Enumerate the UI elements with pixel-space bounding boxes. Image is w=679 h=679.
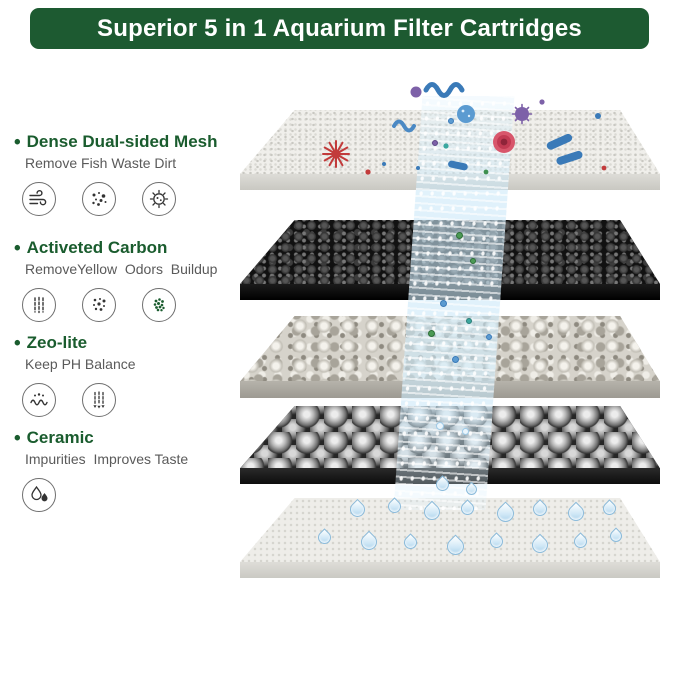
bottom-mesh-layer-edge (240, 561, 660, 578)
feature-subtitle: Keep PH Balance (25, 356, 136, 372)
water-drops-icon (22, 478, 56, 512)
germ-icon (142, 182, 176, 216)
feature-icons (22, 182, 260, 216)
feature-carbon: Activeted Carbon RemoveYellow Odors Buil… (14, 238, 260, 322)
microbe-dot (470, 258, 476, 264)
microbe-dot (466, 318, 472, 324)
ph-wave-icon (22, 383, 56, 417)
feature-icons (22, 478, 260, 512)
waste-particles-icon (82, 182, 116, 216)
microbe-dot (452, 356, 459, 363)
microbe-dot (486, 334, 492, 340)
feature-title-text: Ceramic (26, 428, 94, 447)
microbe-dot (432, 140, 438, 146)
title-banner: Superior 5 in 1 Aquarium Filter Cartridg… (30, 8, 649, 49)
feature-zeolite: Zeo-lite Keep PH Balance (14, 333, 260, 417)
feature-title: Ceramic (14, 428, 260, 448)
microbe-dot (428, 330, 435, 337)
feature-title-text: Activeted Carbon (26, 238, 168, 257)
feature-title: Dense Dual-sided Mesh (14, 132, 260, 152)
feature-icons (22, 383, 260, 417)
microbe-dot (456, 232, 463, 239)
feature-title: Activeted Carbon (14, 238, 260, 258)
microbe-dot (448, 118, 454, 124)
microbes-illustration (322, 82, 607, 175)
odor-particles-icon (82, 288, 116, 322)
feature-icons (22, 288, 260, 322)
microbe-dot (440, 300, 447, 307)
feature-subtitle: Remove Fish Waste Dirt (25, 155, 177, 171)
feature-mesh: Dense Dual-sided Mesh Remove Fish Waste … (14, 132, 260, 216)
feature-title-text: Zeo-lite (26, 333, 88, 352)
feature-subtitle: Impurities Improves Taste (25, 451, 189, 467)
feature-subtitle: RemoveYellow Odors Buildup (25, 261, 218, 277)
water-bubble (462, 428, 469, 435)
feature-title-text: Dense Dual-sided Mesh (26, 132, 218, 151)
page-title: Superior 5 in 1 Aquarium Filter Cartridg… (97, 14, 582, 42)
water-flow-icon (22, 182, 56, 216)
water-bubble (436, 422, 444, 430)
carbon-granules-icon (142, 288, 176, 322)
ion-exchange-icon (82, 383, 116, 417)
feature-title: Zeo-lite (14, 333, 260, 353)
feature-ceramic: Ceramic Impurities Improves Taste (14, 428, 260, 512)
carbon-pores-icon (22, 288, 56, 322)
